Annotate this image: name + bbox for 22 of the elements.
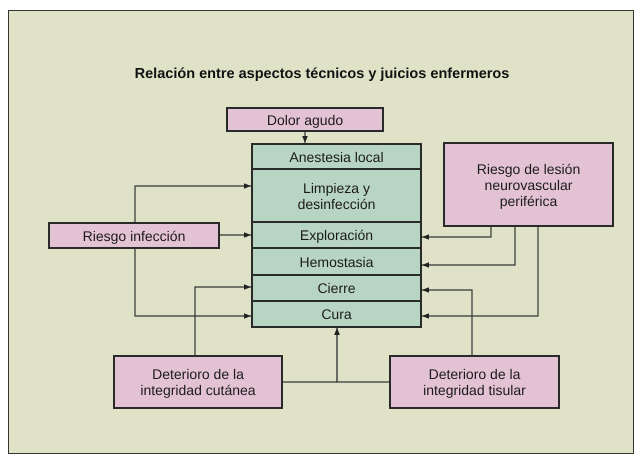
technique-box: Exploración	[251, 221, 422, 249]
arrow	[422, 227, 492, 240]
arrow	[134, 249, 251, 319]
technique-box: Anestesia local	[251, 143, 422, 170]
technique-box: Cierre	[251, 274, 422, 302]
diagnosis-box: Deterioro de la integridad cutánea	[113, 355, 283, 409]
arrow	[422, 287, 473, 355]
arrow	[334, 328, 389, 383]
technique-box: Cura	[251, 300, 422, 328]
technique-box: Hemostasia	[251, 247, 422, 276]
arrow	[302, 132, 308, 143]
arrow	[422, 227, 516, 268]
diagram-title: Relación entre aspectos técnicos y juicios enfermeros	[134, 66, 510, 82]
technique-box: Limpieza y desinfección	[251, 168, 422, 223]
arrow	[220, 232, 251, 238]
diagnosis-box: Riesgo infección	[48, 222, 220, 249]
arrow	[134, 183, 251, 222]
arrow	[194, 284, 251, 355]
diagnosis-box: Riesgo de lesión neurovascular periférica	[443, 142, 614, 227]
arrow	[422, 227, 539, 319]
diagnosis-box: Dolor agudo	[226, 107, 384, 132]
diagnosis-box: Deterioro de la integridad tisular	[389, 355, 560, 409]
